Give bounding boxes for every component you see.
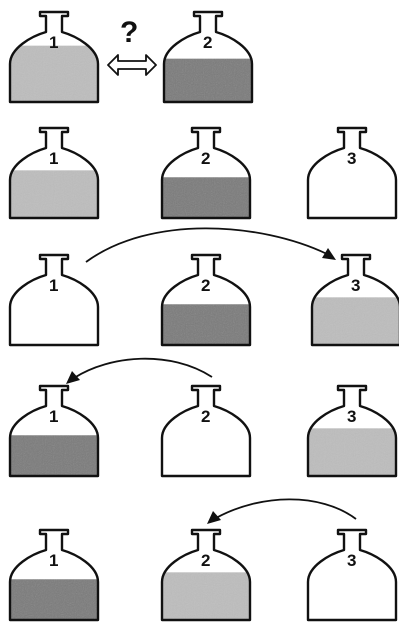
- bottle-label: 1: [49, 276, 58, 295]
- swap-arrow-icon: [107, 54, 157, 76]
- bottle-label: 3: [347, 149, 356, 168]
- bottle-outline: [8, 253, 100, 347]
- bottle-outline: [8, 10, 100, 104]
- liquid-fill: [10, 170, 98, 218]
- bottle-2: 2: [160, 384, 252, 478]
- bottle-label: 1: [49, 551, 58, 570]
- bottle-1: 1: [8, 126, 100, 220]
- bottle-outline: [306, 528, 398, 622]
- transfer-arrow-1-to-3: [85, 227, 336, 263]
- liquid-fill: [308, 428, 396, 476]
- bottle-3: 3: [306, 384, 398, 478]
- bottle-outline: [162, 10, 254, 104]
- bottle-label: 2: [203, 33, 212, 52]
- bottle-1: 1: [8, 253, 100, 347]
- bottle-outline: [160, 253, 252, 347]
- liquid-fill: [10, 579, 98, 620]
- bottle-2: 2: [160, 126, 252, 220]
- bottle-outline: [8, 126, 100, 220]
- bottle-1: 1: [8, 10, 100, 104]
- bottle-outline: [8, 384, 100, 478]
- question-mark: ?: [120, 16, 138, 49]
- bottle-label: 2: [201, 407, 210, 426]
- bottle-label: 2: [201, 551, 210, 570]
- transfer-arrow-3-to-2: [207, 498, 357, 524]
- liquid-fill: [162, 572, 250, 620]
- bottle-label: 2: [201, 276, 210, 295]
- bottle-outline: [310, 253, 399, 347]
- bottle-label: 3: [351, 276, 360, 295]
- bottle-outline: [160, 528, 252, 622]
- step-1-row: 1 ? 2: [8, 10, 254, 104]
- liquid-fill: [312, 297, 399, 345]
- bottle-3: 3: [306, 126, 398, 220]
- step-2-row: 1 2 3: [8, 126, 398, 220]
- step-3-row: 1 2 3: [8, 227, 399, 347]
- bottle-label: 3: [347, 407, 356, 426]
- bottle-label: 1: [49, 407, 58, 426]
- bottle-label: 1: [49, 33, 58, 52]
- liquid-fill: [162, 177, 250, 218]
- bottle-1: 1: [8, 528, 100, 622]
- bottle-3: 3: [306, 528, 398, 622]
- bottle-outline: [306, 126, 398, 220]
- bottle-outline: [306, 384, 398, 478]
- step-4-row: 1 2 3: [8, 357, 398, 478]
- bottle-label: 1: [49, 149, 58, 168]
- bottle-1: 1: [8, 384, 100, 478]
- liquid-fill: [162, 304, 250, 345]
- liquid-fill: [10, 45, 98, 102]
- bottle-outline: [160, 384, 252, 478]
- bottle-outline: [8, 528, 100, 622]
- liquid-fill: [10, 435, 98, 476]
- step-5-row: 1 2 3: [8, 498, 398, 622]
- bottle-outline: [160, 126, 252, 220]
- bottle-2: 2: [160, 253, 252, 347]
- bottle-2: 2: [160, 528, 252, 622]
- bottle-label: 3: [347, 551, 356, 570]
- bottle-3: 3: [310, 253, 399, 347]
- liquid-fill: [164, 58, 252, 102]
- bottle-2: 2: [162, 10, 254, 104]
- transfer-arrow-2-to-1: [66, 357, 213, 384]
- bottle-label: 2: [201, 149, 210, 168]
